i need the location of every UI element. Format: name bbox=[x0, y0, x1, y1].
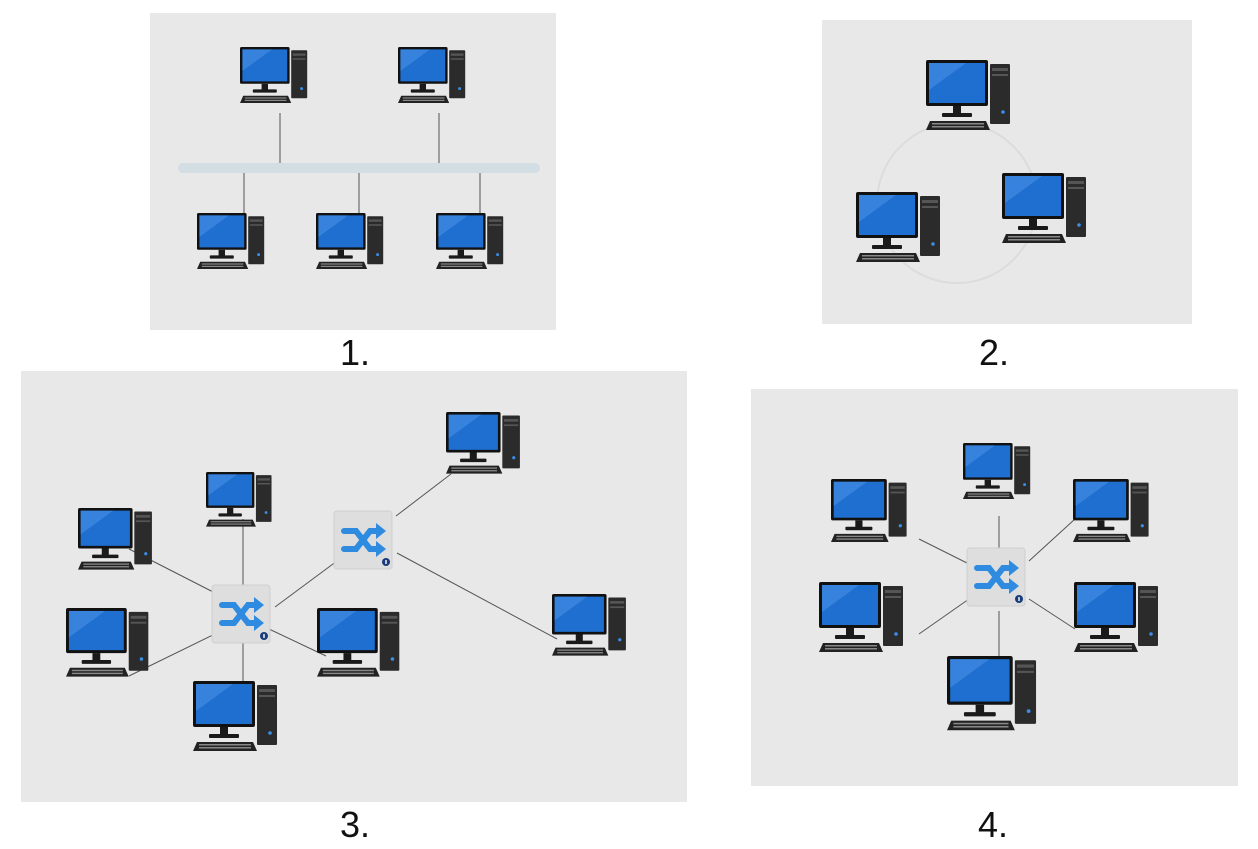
computer-icon bbox=[831, 479, 907, 542]
computer-icon bbox=[1074, 582, 1158, 652]
computer-icon bbox=[206, 472, 272, 527]
computer-icon bbox=[240, 47, 308, 103]
tree-topology-diagram bbox=[21, 371, 687, 802]
ring-topology-diagram bbox=[822, 20, 1192, 324]
computer-icon bbox=[317, 608, 400, 677]
network-switch-icon bbox=[966, 547, 1026, 607]
cable bbox=[918, 538, 970, 565]
cable bbox=[918, 598, 970, 635]
bus-topology-svg bbox=[178, 47, 540, 269]
computer-icon bbox=[1073, 479, 1149, 542]
cable bbox=[274, 560, 338, 608]
cable bbox=[395, 473, 452, 517]
star-topology-diagram bbox=[751, 389, 1238, 786]
star-topology-svg bbox=[819, 443, 1158, 731]
cable bbox=[1028, 518, 1076, 562]
cable bbox=[268, 628, 327, 657]
computer-icon bbox=[446, 412, 520, 474]
computer-icon bbox=[193, 681, 277, 751]
diagram-caption: 2. bbox=[978, 332, 1010, 373]
computer-icon bbox=[436, 213, 504, 269]
computer-icon bbox=[398, 47, 466, 103]
computer-icon bbox=[78, 508, 152, 570]
computer-icon bbox=[856, 192, 940, 262]
computer-icon bbox=[926, 60, 1010, 130]
computer-icon bbox=[66, 608, 149, 677]
bus-topology-diagram bbox=[150, 13, 556, 330]
computer-icon bbox=[552, 594, 626, 656]
tree-topology-svg bbox=[66, 412, 626, 751]
cable bbox=[1028, 598, 1076, 630]
computer-icon bbox=[947, 656, 1037, 731]
diagram-caption: 4. bbox=[977, 804, 1009, 845]
bus-cable bbox=[178, 163, 540, 173]
computer-icon bbox=[1002, 173, 1086, 243]
ring-topology-svg bbox=[856, 60, 1086, 284]
diagram-caption: 3. bbox=[339, 804, 371, 845]
network-switch-icon bbox=[333, 510, 393, 570]
cable bbox=[396, 552, 558, 640]
computer-icon bbox=[963, 443, 1031, 499]
computer-icon bbox=[819, 582, 903, 652]
computer-icon bbox=[197, 213, 265, 269]
diagram-caption: 1. bbox=[339, 332, 371, 373]
network-switch-icon bbox=[211, 584, 271, 644]
computer-icon bbox=[316, 213, 384, 269]
